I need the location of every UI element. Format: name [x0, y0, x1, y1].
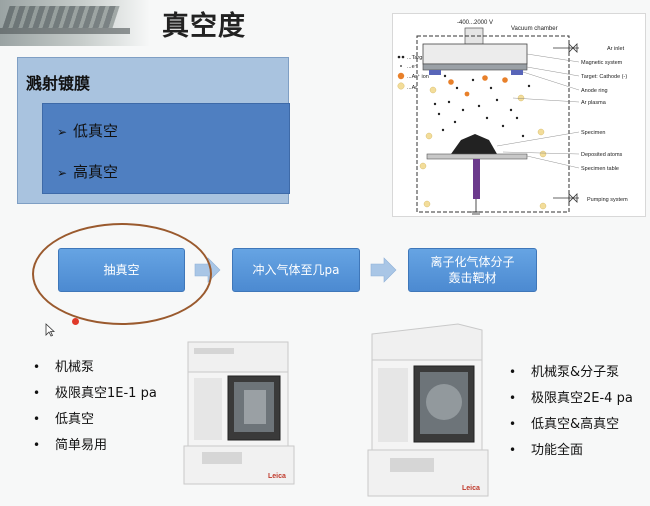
legend-target-atom-icon: [397, 55, 401, 59]
label-pumping-system: Pumping system: [587, 197, 628, 203]
vacuum-level-item: ➢ 高真空: [57, 161, 118, 182]
chamber-label: Vacuum chamber: [511, 26, 558, 32]
label-deposited-atoms: Deposited atoms: [581, 152, 623, 158]
sputter-chamber-svg: ...Target atom ...e⁻ ...Ar⁺ ion ...Ar -4…: [397, 20, 628, 215]
specimen-shape: [451, 134, 497, 154]
ar-inlet-valve-icon: [553, 43, 579, 53]
specimen-table-shape: [426, 153, 528, 160]
magnetic-system-shape: [422, 43, 528, 65]
feature-item: • 极限真空1E-1 pa: [33, 383, 157, 409]
vacuum-level-item: ➢ 低真空: [57, 120, 118, 141]
feature-item: • 极限真空2E-4 pa: [509, 388, 633, 414]
feature-label: 功能全面: [531, 443, 584, 458]
feature-item: • 功能全面: [509, 440, 633, 466]
label-ar-plasma: Ar plasma: [581, 100, 607, 106]
feature-item: • 简单易用: [33, 435, 157, 461]
bullet-icon: •: [509, 417, 517, 431]
feature-label: 极限真空2E-4 pa: [531, 391, 633, 406]
label-target-cathode: Target: Cathode (-): [581, 74, 627, 80]
label-magnetic-system: Magnetic system: [581, 60, 623, 66]
feature-label: 机械泵: [55, 360, 95, 375]
vacuum-level-label: 低真空: [73, 122, 119, 140]
low-vacuum-coater-image: Leica: [183, 341, 295, 485]
arrowhead-bullet-icon: ➢: [57, 166, 68, 180]
arrowhead-bullet-icon: ➢: [57, 125, 68, 139]
svg-text:Leica: Leica: [268, 473, 286, 480]
label-ar-inlet: Ar inlet: [607, 46, 625, 52]
feature-label: 低真空&高真空: [531, 417, 620, 432]
feature-item: • 低真空: [33, 409, 157, 435]
bullet-icon: •: [33, 360, 41, 374]
bullet-icon: •: [33, 386, 41, 400]
voltage-label: -400...2000 V: [457, 20, 493, 26]
mouse-cursor-icon: [45, 323, 55, 337]
anode-ring-shape: [511, 70, 523, 75]
vacuum-level-label: 高真空: [73, 163, 119, 181]
flow-step-fill-gas: 冲入气体至几pa: [232, 248, 360, 292]
legend-ar-icon: [397, 82, 405, 90]
roof-eave: [0, 28, 130, 34]
high-vacuum-coater-image: Leica: [367, 323, 489, 497]
svg-text:Leica: Leica: [462, 485, 480, 492]
high-vacuum-feature-list: • 机械泵&分子泵 • 极限真空2E-4 pa • 低真空&高真空 • 功能全面: [509, 362, 633, 466]
target-cathode-shape: [422, 63, 528, 71]
vacuum-level-list: ➢ 低真空 ➢ 高真空: [42, 103, 290, 194]
legend-ion: ...Ar⁺ ion: [407, 73, 429, 80]
legend-electron: ...e⁻: [407, 64, 418, 70]
sputter-chamber-diagram: ...Target atom ...e⁻ ...Ar⁺ ion ...Ar -4…: [392, 13, 646, 217]
flow-arrow-icon: [370, 257, 397, 283]
sputter-coating-panel: 溅射镀膜 ➢ 低真空 ➢ 高真空: [17, 57, 290, 204]
feature-label: 简单易用: [55, 438, 108, 453]
legend-electron-icon: [400, 65, 402, 67]
feature-item: • 机械泵: [33, 357, 157, 383]
flow-step-ion-bombard: 离子化气体分子轰击靶材: [408, 248, 537, 292]
bullet-icon: •: [509, 391, 517, 405]
laser-pointer-dot: [72, 318, 79, 325]
bullet-icon: •: [509, 443, 517, 457]
sputter-coating-heading: 溅射镀膜: [26, 74, 91, 93]
header-banner-image: [0, 0, 150, 46]
feature-item: • 低真空&高真空: [509, 414, 633, 440]
slide-title: 真空度: [162, 11, 246, 42]
feature-label: 机械泵&分子泵: [531, 365, 620, 380]
feature-item: • 机械泵&分子泵: [509, 362, 633, 388]
label-anode-ring: Anode ring: [581, 88, 608, 94]
legend-ar: ...Ar: [407, 85, 417, 91]
bullet-icon: •: [33, 438, 41, 452]
anode-ring-shape: [429, 70, 441, 75]
roof-tiles: [2, 6, 120, 28]
highlight-ring-annotation: [32, 223, 212, 325]
feature-label: 低真空: [55, 412, 95, 427]
legend-target-atom-icon: [401, 55, 405, 59]
low-vacuum-feature-list: • 机械泵 • 极限真空1E-1 pa • 低真空 • 简单易用: [33, 357, 157, 461]
plasma-particles: [419, 74, 547, 210]
pumping-valve-icon: [553, 193, 579, 203]
label-specimen: Specimen: [581, 130, 605, 136]
label-specimen-table: Specimen table: [581, 166, 619, 172]
specimen-stage-post-shape: [473, 159, 480, 199]
chamber-wall-shape: [416, 35, 570, 213]
bullet-icon: •: [33, 412, 41, 426]
feature-label: 极限真空1E-1 pa: [55, 386, 157, 401]
legend-ion-icon: [397, 72, 405, 80]
bullet-icon: •: [509, 365, 517, 379]
